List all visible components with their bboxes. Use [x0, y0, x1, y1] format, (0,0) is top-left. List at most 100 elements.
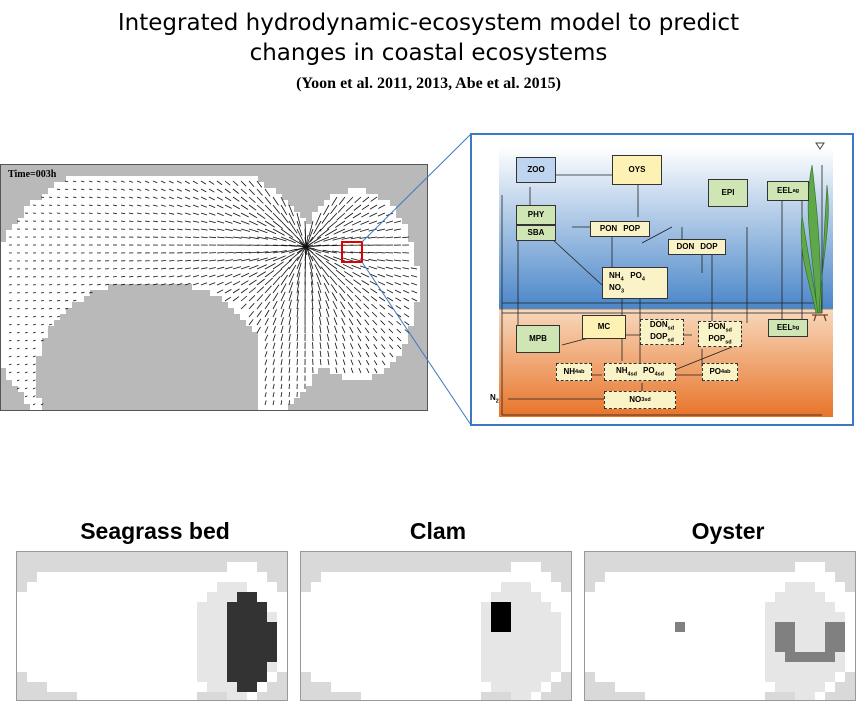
flow-vector: [280, 383, 283, 390]
flow-vector: [344, 212, 354, 220]
flow-vector: [323, 204, 330, 216]
flow-vector: [56, 284, 61, 286]
flow-vector: [264, 309, 270, 318]
flow-vector: [280, 317, 284, 326]
flow-vector: [319, 220, 330, 232]
flow-vector: [120, 220, 126, 222]
flow-vector: [240, 220, 250, 225]
flow-vector: [200, 274, 208, 278]
flow-vector: [346, 196, 354, 204]
flow-vector: [288, 249, 303, 262]
flow-vector: [232, 251, 242, 254]
flow-vector: [354, 294, 362, 302]
flow-vector: [120, 188, 125, 191]
flow-vector: [356, 318, 362, 326]
flow-vector: [224, 236, 234, 239]
flow-vector: [350, 351, 354, 358]
flow-vector: [176, 220, 183, 223]
flow-vector: [309, 228, 322, 243]
flow-vector: [32, 339, 36, 342]
flow-vector: [160, 220, 167, 223]
flow-vector: [334, 342, 338, 350]
flow-vector: [264, 351, 268, 358]
flow-vector: [32, 395, 36, 398]
flow-vector: [48, 284, 53, 286]
flow-vector: [72, 284, 77, 286]
flow-vector: [248, 272, 258, 278]
flow-vector: [104, 212, 109, 214]
flow-vector: [32, 315, 36, 318]
flow-vector: [224, 188, 231, 194]
flow-vector: [168, 204, 175, 207]
flow-vector: [280, 392, 283, 398]
flow-vector: [322, 249, 338, 254]
flow-vector: [64, 299, 69, 302]
flow-vector: [192, 267, 200, 270]
flow-vector: [272, 375, 275, 382]
flow-vector: [352, 271, 362, 278]
flow-vector: [160, 196, 166, 199]
flow-vector: [393, 259, 402, 262]
habitat-patch-cell: [675, 622, 685, 632]
flow-vector: [355, 302, 362, 310]
flow-vector: [312, 342, 314, 350]
flow-vector: [8, 355, 12, 358]
flow-vector: [296, 325, 299, 334]
flow-vector: [296, 228, 306, 246]
flow-vector: [311, 308, 314, 318]
flow-vector: [323, 236, 338, 242]
flow-vector: [340, 301, 346, 310]
flow-vector: [72, 180, 77, 183]
flow-vector: [80, 204, 85, 206]
flow-vector: [88, 196, 93, 199]
habitat-patch-cell: [257, 652, 267, 662]
flow-vector: [8, 300, 12, 302]
flow-vector: [304, 244, 314, 262]
flow-vector: [80, 212, 85, 214]
flow-vector: [152, 196, 158, 199]
flow-vector: [343, 367, 346, 374]
flow-vector: [224, 259, 233, 262]
flow-vector: [120, 268, 126, 270]
node-epi: EPI: [708, 179, 748, 207]
flow-vector: [264, 392, 267, 398]
flow-vector: [8, 371, 12, 374]
flow-vector: [168, 228, 175, 231]
flow-vector: [96, 180, 101, 183]
flow-vector: [326, 220, 338, 230]
flow-vector: [64, 212, 69, 214]
flow-vector: [272, 334, 276, 342]
flow-vector: [296, 290, 300, 302]
habitat-patch-cell: [247, 592, 257, 602]
flow-vector: [120, 196, 126, 199]
flow-vector: [48, 315, 53, 318]
flow-vector: [272, 236, 287, 242]
flow-vector: [16, 371, 20, 374]
flow-vector: [224, 180, 231, 186]
node-mpb: MPB: [516, 325, 560, 353]
flow-vector: [288, 350, 291, 358]
flow-vector: [342, 351, 346, 358]
flow-vector: [264, 400, 267, 406]
flow-vector: [280, 350, 283, 358]
flow-vector: [342, 334, 346, 342]
flow-vector: [330, 284, 338, 294]
flow-vector: [192, 282, 199, 286]
flow-vector: [32, 371, 36, 374]
habitat-patch-cell: [247, 612, 257, 622]
flow-vector: [192, 196, 199, 200]
flow-vector: [248, 279, 257, 286]
flux-lines: [501, 165, 823, 416]
flow-vector: [240, 265, 250, 270]
flow-vector: [232, 273, 241, 278]
flow-vector: [248, 196, 256, 203]
flow-vector: [208, 196, 215, 201]
flow-vector: [56, 315, 61, 318]
flow-vector: [353, 279, 362, 286]
flow-vector: [318, 299, 322, 310]
flow-vector: [272, 342, 276, 350]
flow-vector: [326, 317, 330, 326]
flow-vector: [32, 323, 36, 326]
flow-vector: [64, 180, 69, 183]
flow-vector: [336, 212, 346, 221]
